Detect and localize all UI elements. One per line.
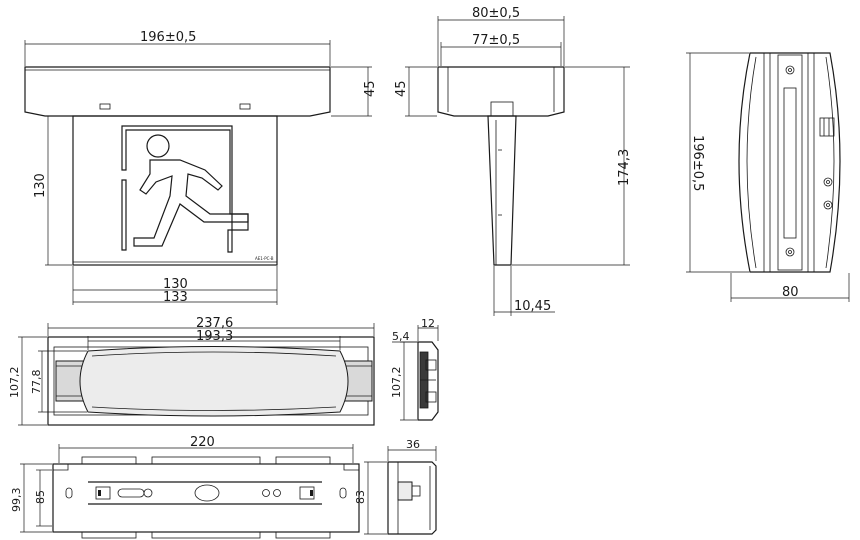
- side-view: 80±0,5 77±0,5 45 174,3 10,45: [394, 6, 632, 316]
- panel-mark: AE1-PC-B: [255, 256, 274, 261]
- top-length-label: 196±0,5: [690, 135, 705, 191]
- front-height-top-label: 45: [363, 80, 378, 97]
- bottom-view: 237,6 193,3 107,2 77,8: [8, 316, 375, 426]
- front-width-label: 196±0,5: [140, 30, 196, 45]
- top-width-label: 80: [782, 285, 799, 300]
- front-clip-left: [99, 103, 111, 110]
- side-height-top-label: 45: [394, 80, 409, 97]
- mount-length-label: 220: [190, 435, 215, 450]
- mount-height-inner: 85: [34, 490, 47, 504]
- top-rail: [777, 54, 803, 271]
- mount-keyhole: [117, 488, 145, 498]
- front-panel-width-inner: 130: [163, 277, 188, 292]
- bottom-side-view: 12 5,4 107,2: [390, 317, 439, 421]
- side-housing: [437, 66, 565, 117]
- front-panel-height-label: 130: [33, 173, 48, 198]
- running-man-icon: [133, 134, 249, 247]
- front-sign-panel: [72, 115, 278, 266]
- top-body: [738, 52, 841, 273]
- front-view: AE1-PC-B 196±0,5 45 130 130 133: [24, 30, 378, 305]
- side-width-inner-label: 77±0,5: [472, 33, 520, 48]
- side-panel: [487, 115, 517, 266]
- mount-side-view: 36 83: [354, 438, 437, 535]
- front-panel-width-outer: 133: [163, 290, 188, 305]
- front-clip-right: [239, 103, 251, 110]
- side-total-height-label: 174,3: [617, 149, 632, 186]
- bottom-side-depth-a: 5,4: [392, 330, 410, 343]
- mount-side-body: [387, 461, 437, 535]
- mount-cable-hole: [194, 484, 220, 502]
- bottom-side-depth-b: 12: [421, 317, 435, 330]
- bottom-length-outer: 237,6: [196, 316, 233, 331]
- side-thickness-label: 10,45: [514, 299, 551, 314]
- bottom-length-inner: 193,3: [196, 329, 233, 344]
- bottom-diffuser: [79, 346, 349, 417]
- mount-plate-view: 220 99,3 85: [10, 435, 360, 539]
- bottom-height-inner: 77,8: [30, 370, 43, 395]
- bottom-side-body: [417, 341, 439, 421]
- bottom-side-height: 107,2: [390, 367, 403, 399]
- mount-height-outer: 99,3: [10, 488, 23, 513]
- side-width-outer-label: 80±0,5: [472, 6, 520, 21]
- mount-side-depth: 36: [406, 438, 420, 451]
- top-connector: [819, 117, 835, 137]
- top-view: 196±0,5 80: [686, 52, 850, 302]
- mount-side-height: 83: [354, 490, 367, 504]
- front-housing: [24, 66, 331, 117]
- bottom-outer: [47, 336, 375, 426]
- bottom-height-outer: 107,2: [8, 367, 21, 399]
- mount-plate-outer: [52, 463, 360, 533]
